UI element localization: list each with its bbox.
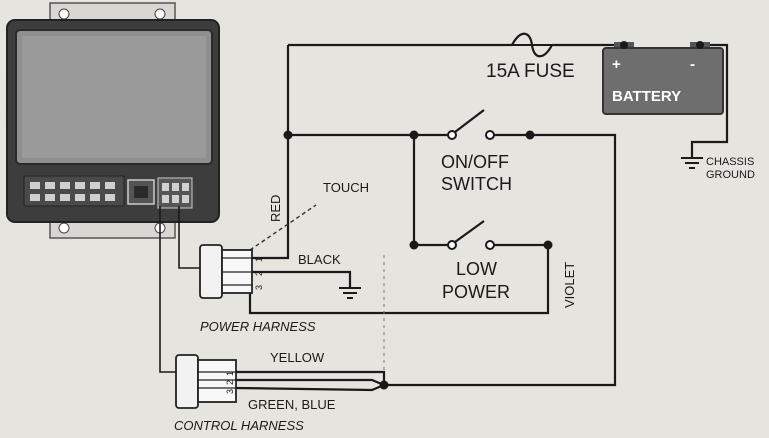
battery-minus-label: - xyxy=(690,56,695,73)
junction-dot xyxy=(283,130,293,140)
control-unit xyxy=(6,2,220,239)
mount-hole xyxy=(154,8,166,20)
green-blue-label: GREEN, BLUE xyxy=(248,397,336,412)
junction-dot xyxy=(543,240,553,250)
unit-to-control-harness-lead xyxy=(159,206,178,373)
power-harness-label: POWER HARNESS xyxy=(200,319,316,334)
touch-lead xyxy=(249,204,317,251)
yellow-wire xyxy=(236,370,386,385)
battery-body xyxy=(602,47,724,115)
power-harness-connector xyxy=(199,244,253,299)
chassis-label-line1: CHASSIS xyxy=(706,156,754,168)
onoff-label-line1: ON/OFF xyxy=(441,152,509,172)
control-pin-2: 2 xyxy=(225,380,235,385)
red-label: RED xyxy=(268,195,283,222)
black-label: BLACK xyxy=(298,252,341,267)
battery-minus-wire xyxy=(690,43,729,158)
yellow-label: YELLOW xyxy=(270,350,325,365)
rj45-port-slot xyxy=(134,186,148,198)
violet-wire xyxy=(248,245,550,315)
violet-label: VIOLET xyxy=(562,262,577,308)
blue-wire xyxy=(235,383,385,392)
mount-hole xyxy=(58,8,70,20)
switch-icon xyxy=(447,220,495,250)
fuse-label: 15A FUSE xyxy=(486,61,575,82)
control-harness-connector xyxy=(175,354,237,409)
junction-dot xyxy=(620,41,628,49)
junction-dot xyxy=(525,130,535,140)
low-power-label-line1: LOW xyxy=(456,259,497,279)
switch-icon xyxy=(447,109,495,140)
power-pin-1: 1 xyxy=(254,257,264,262)
power-pin-2: 2 xyxy=(254,271,264,276)
black-wire xyxy=(250,270,352,288)
junction-dot xyxy=(409,130,419,140)
connector-strip xyxy=(23,175,125,207)
junction-dot xyxy=(379,380,389,390)
junction-dots xyxy=(283,41,704,390)
onoff-return-wire xyxy=(384,133,617,387)
connector-pins xyxy=(30,182,115,201)
battery-label: BATTERY xyxy=(612,88,681,105)
socket-pins xyxy=(162,183,189,203)
junction-dot xyxy=(409,240,419,250)
red-wire xyxy=(250,45,290,260)
ground-symbol-icon xyxy=(339,287,361,299)
low-power-label-line2: POWER xyxy=(442,282,510,302)
touch-label: TOUCH xyxy=(323,180,369,195)
control-harness-label: CONTROL HARNESS xyxy=(174,418,304,433)
mount-hole xyxy=(58,222,70,234)
control-pin-1: 1 xyxy=(225,371,235,376)
onoff-label-line2: SWITCH xyxy=(441,174,512,194)
ground-symbol-icon xyxy=(681,157,703,169)
fuse-icon xyxy=(511,32,553,58)
junction-dot xyxy=(696,41,704,49)
harness-socket xyxy=(157,177,193,209)
chassis-label-line2: GROUND xyxy=(706,169,755,181)
green-wire xyxy=(236,378,385,387)
battery-plus-label: + xyxy=(612,56,621,73)
power-pin-3: 3 xyxy=(254,285,264,290)
control-pin-3: 3 xyxy=(225,389,235,394)
unit-screen-inner xyxy=(22,36,206,158)
